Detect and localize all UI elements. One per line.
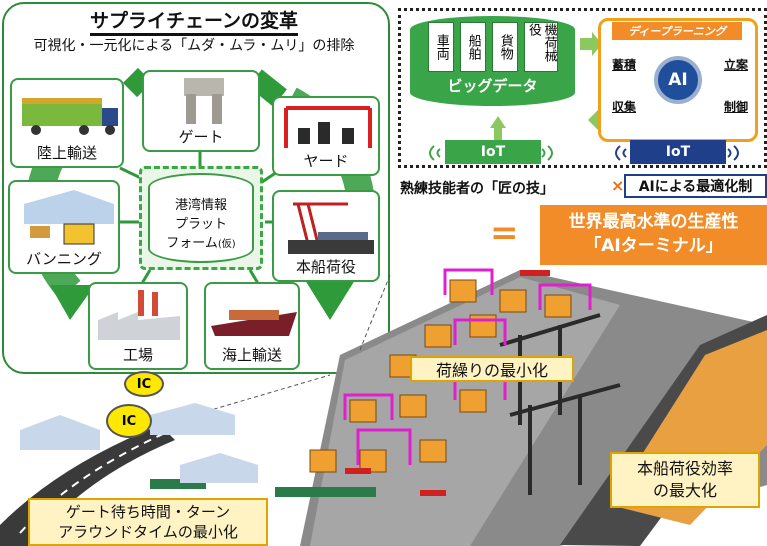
- node-factory: 工場: [88, 282, 188, 370]
- bigdata-frame: [398, 8, 767, 168]
- deep-learning-title: ディープラーニング: [612, 22, 742, 40]
- bigdata-item-vehicle: 車両: [428, 22, 454, 72]
- cycle-store: 蓄積: [612, 58, 637, 72]
- bigdata-label: ビッグデータ: [447, 77, 538, 95]
- platform-line2: プラット: [174, 216, 227, 232]
- node-yard: ヤード: [272, 96, 380, 176]
- supply-chain-subtitle: 可視化・一元化による「ムダ・ムラ・ムリ」の排除: [33, 38, 355, 54]
- ai-optimization-box: AIによる最適化制: [624, 174, 767, 198]
- supply-chain-title: サプライチェーンの変革: [0, 6, 388, 36]
- gate-icon: [184, 78, 224, 124]
- node-gate: ゲート: [142, 70, 260, 152]
- platform-line1: 港湾情報: [174, 198, 227, 213]
- node-yard-label: ヤード: [303, 152, 349, 170]
- bigdata-item-ship: 船舶: [460, 22, 486, 72]
- warehouse-icon: [24, 190, 114, 245]
- bigdata-database: 車両 船舶 貨物 機荷械役 ビッグデータ: [410, 16, 575, 106]
- platform-database-icon: 港湾情報 プラット フォーム(仮): [148, 173, 254, 263]
- iot-badge-left: IoT: [445, 140, 541, 164]
- ic-badge-main: IC: [106, 404, 152, 438]
- cycle-collect: 収集: [612, 100, 637, 114]
- ic-badge-top: IC: [124, 371, 164, 397]
- node-factory-label: 工場: [122, 346, 153, 364]
- node-vessel-handling: 本船荷役: [272, 190, 380, 282]
- node-vanning: バンニング: [8, 180, 120, 274]
- ai-terminal-line2: 「AIターミナル」: [584, 236, 723, 256]
- platform-note: (仮): [217, 238, 236, 250]
- truck-icon: [22, 98, 118, 135]
- gate-wait-callout: ゲート待ち時間・ターン アラウンドタイムの最小化: [28, 498, 268, 546]
- gate-wait-line2: アラウンドタイムの最小化: [58, 523, 238, 541]
- gate-wait-line1: ゲート待ち時間・ターン: [65, 502, 231, 521]
- vessel-eff-line2: の最大化: [652, 481, 717, 500]
- node-land-transport-label: 陸上輸送: [36, 144, 97, 162]
- signal-waves-icon: [429, 145, 739, 161]
- times-symbol: ×: [611, 176, 625, 195]
- rehandle-minimize-callout: 荷繰りの最小化: [410, 356, 574, 382]
- ship-crane-icon: [288, 202, 374, 254]
- node-sea-transport: 海上輸送: [204, 282, 300, 370]
- ai-terminal-banner: 世界最高水準の生産性 「AIターミナル」: [540, 205, 767, 265]
- factory-icon: [98, 290, 180, 340]
- cycle-plan: 立案: [724, 58, 749, 72]
- node-gate-label: ゲート: [178, 128, 224, 146]
- equal-symbol: =: [490, 213, 519, 253]
- iot-badge-right: IoT: [630, 140, 726, 164]
- vessel-efficiency-callout: 本船荷役効率 の最大化: [610, 452, 760, 508]
- container-ship-icon: [211, 310, 297, 336]
- vessel-eff-line1: 本船荷役効率: [636, 459, 733, 479]
- node-vanning-label: バンニング: [26, 250, 102, 268]
- bigdata-item-cargo: 貨物: [492, 22, 518, 72]
- expert-skill-text: 熟練技能者の「匠の技」: [400, 181, 554, 197]
- cycle-control: 制御: [724, 100, 749, 114]
- bigdata-item-equipment: 機荷械役: [524, 22, 558, 72]
- yard-crane-icon: [284, 106, 372, 148]
- port-info-platform: 港湾情報 プラット フォーム(仮): [139, 166, 263, 270]
- node-sea-transport-label: 海上輸送: [221, 346, 282, 364]
- node-land-transport: 陸上輸送: [10, 78, 124, 168]
- node-vessel-handling-label: 本船荷役: [295, 258, 356, 276]
- platform-line3: フォーム: [166, 235, 218, 251]
- ai-terminal-line1: 世界最高水準の生産性: [568, 212, 739, 233]
- ai-icon: AI: [654, 56, 702, 104]
